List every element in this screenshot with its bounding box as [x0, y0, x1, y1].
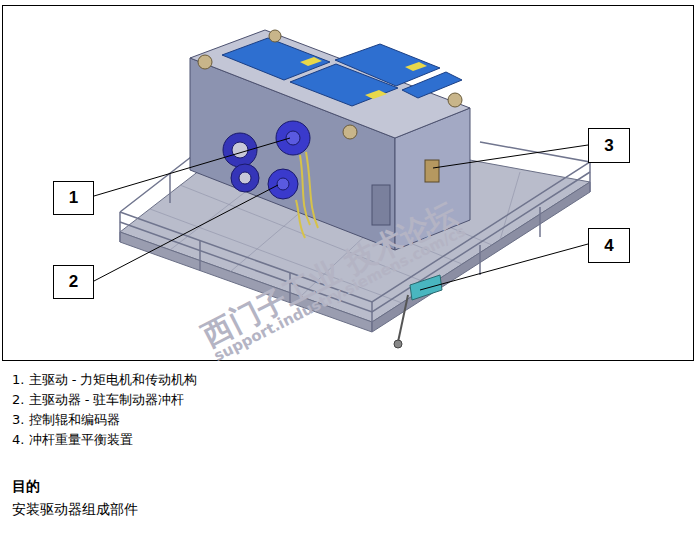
- section-heading: 目的: [12, 478, 40, 496]
- callout-number: 4: [604, 236, 613, 256]
- legend-item: 4. 冲杆重量平衡装置: [12, 431, 133, 449]
- callout-box: 2: [53, 265, 94, 299]
- callout-box: 4: [588, 228, 630, 263]
- section-text: 安装驱动器组成部件: [12, 501, 138, 519]
- legend-item: 3. 控制辊和编码器: [12, 411, 120, 429]
- callout-number: 3: [604, 136, 613, 156]
- callout-box: 3: [588, 128, 630, 163]
- legend-item: 2. 主驱动器 - 驻车制动器冲杆: [12, 391, 185, 409]
- callout-number: 1: [69, 188, 78, 208]
- legend-item: 1. 主驱动 - 力矩电机和传动机构: [12, 371, 198, 389]
- callout-number: 2: [69, 272, 78, 292]
- callout-box: 1: [53, 181, 94, 215]
